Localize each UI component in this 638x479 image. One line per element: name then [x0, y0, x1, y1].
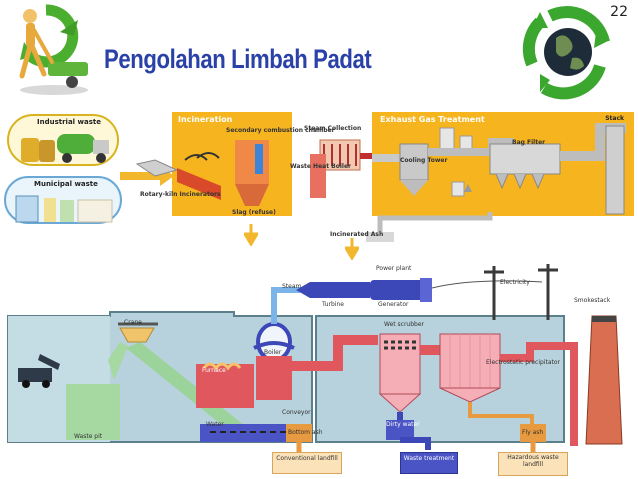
water-label: Water	[206, 421, 224, 428]
ash-line	[366, 212, 493, 242]
turbine-label: Turbine	[322, 301, 344, 308]
waste-heat-boiler-label: Waste Heat Boiler	[290, 163, 351, 170]
steam-collection-label: Steam Collection	[304, 125, 362, 132]
cooling-tower-label: Cooling Tower	[400, 157, 448, 164]
bottom-ash-label: Bottom ash	[288, 429, 323, 436]
fly-ash-label: Fly ash	[522, 429, 544, 436]
electricity-label: Electricity	[500, 279, 530, 286]
plant-cutaway	[7, 264, 623, 452]
esp-label: Electrostatic precipitator	[486, 359, 560, 366]
wet-scrubber-label: Wet scrubber	[384, 321, 425, 328]
kiln-label: Rotary-kiln Incinerators	[140, 191, 221, 198]
boiler-drawing	[310, 139, 380, 198]
smokestack-label: Smokestack	[574, 297, 611, 304]
exhaust-heading: Exhaust Gas Treatment	[380, 115, 485, 124]
hazardous-box: Hazardous waste landfill	[498, 452, 568, 476]
secondary-chamber-label: Secondary combustion chamber	[226, 127, 335, 134]
boiler-label: Boiler	[264, 349, 282, 356]
incineration-heading: Incineration	[178, 115, 233, 124]
landfill-label: Conventional landfill	[276, 455, 338, 462]
generator-label: Generator	[378, 301, 409, 308]
page-number: 22	[610, 4, 628, 20]
slide-title: Pengolahan Limbah Padat	[104, 44, 372, 74]
incinerated-ash-label: Incinerated Ash	[330, 231, 384, 238]
exhaust-equipment	[372, 123, 626, 215]
stack-heading: Stack	[605, 115, 624, 122]
waste-pit-label: Waste pit	[74, 433, 103, 440]
landfill-box: Conventional landfill	[272, 452, 342, 474]
recycling-person-icon	[19, 4, 88, 95]
treatment-box: Waste treatment	[400, 452, 458, 474]
dirty-water-label: Dirty water	[386, 421, 420, 428]
top-diagram: Industrial waste Municipal waste Inciner…	[0, 100, 638, 260]
crane-label: Crane	[124, 319, 142, 326]
ash-arrow	[345, 238, 359, 260]
furnace-label: Furnace	[202, 367, 226, 374]
recycling-globe-icon	[522, 6, 610, 100]
municipal-waste-bubble: Municipal waste	[4, 176, 122, 224]
incinerator-drawing	[135, 140, 269, 206]
industrial-waste-label: Industrial waste	[37, 118, 101, 126]
conveyor-label: Conveyor	[282, 409, 311, 416]
treatment-label: Waste treatment	[403, 455, 455, 462]
industrial-waste-bubble: Industrial waste	[7, 114, 119, 166]
hazardous-label: Hazardous waste landfill	[507, 454, 559, 468]
municipal-waste-label: Municipal waste	[34, 180, 98, 188]
drums-truck-icon	[21, 134, 109, 163]
trash-items-icon	[15, 195, 113, 223]
incineration-panel: Incineration	[172, 112, 292, 216]
power-plant-label: Power plant	[376, 265, 412, 272]
bag-filter-label: Bag Filter	[512, 139, 546, 146]
slag-arrow	[244, 224, 258, 246]
steam-label: Steam	[282, 283, 302, 290]
bottom-diagram: Power plant Steam Turbine Generator Elec…	[0, 260, 638, 479]
slag-label: Slag (refuse)	[232, 209, 276, 216]
